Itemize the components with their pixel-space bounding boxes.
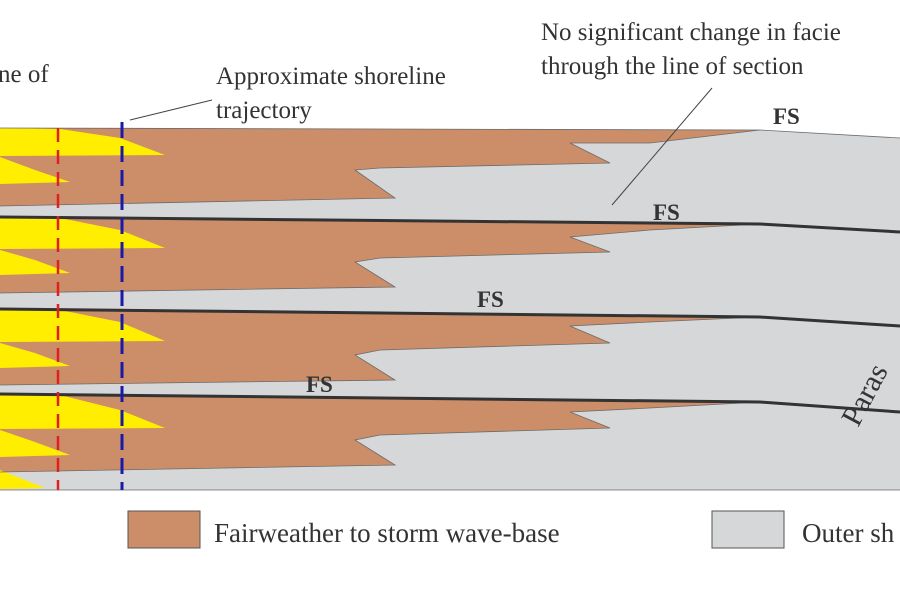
fairweather-tongue-3 — [0, 309, 760, 385]
no-change-label-line2: through the line of section — [541, 53, 804, 80]
shoreface-wedge-2b — [0, 250, 70, 275]
fairweather-tongue-4 — [0, 394, 760, 472]
parasequence-3 — [0, 309, 760, 385]
fs-label-2: FS — [653, 200, 680, 225]
legend-swatch-fairweather — [127, 510, 201, 549]
no-change-label-line1: No significant change in facie — [541, 19, 841, 46]
fs-label-1: FS — [773, 104, 800, 129]
parasequence-4 — [0, 394, 760, 489]
shoreface-wedge-4b — [0, 430, 70, 457]
parasequence-1 — [0, 128, 760, 206]
legend-label-fairweather: Fairweather to storm wave-base — [214, 518, 560, 548]
shoreface-wedge-4a — [0, 394, 165, 429]
flooding-surface-line-3 — [0, 392, 900, 414]
shoreline-leader-line — [129, 99, 213, 121]
shoreface-wedge-3b — [0, 343, 70, 368]
legend-label-outer-shelf: Outer sh — [802, 518, 895, 548]
fairweather-tongue-2 — [0, 217, 760, 293]
shoreline-trajectory-label-line2: trajectory — [216, 97, 312, 124]
shoreface-wedge-1a — [0, 128, 165, 156]
flooding-surface-line-2 — [0, 307, 900, 328]
flooding-surface-line-1 — [0, 215, 900, 234]
no-change-leader-line — [611, 87, 713, 206]
flooding-surface-lines — [0, 215, 900, 414]
shoreface-wedge-4c — [0, 470, 45, 489]
fairweather-tongue-1-upper — [0, 128, 760, 206]
left-partial-label: ne of — [0, 61, 49, 88]
shoreface-wedge-2a — [0, 217, 165, 249]
legend: Fairweather to storm wave-base Outer sh — [127, 510, 895, 549]
legend-swatch-outer-shelf — [711, 510, 785, 549]
shoreface-wedge-3a — [0, 309, 165, 342]
parasequence-2 — [0, 217, 760, 293]
shoreface-wedge-1b — [0, 157, 70, 184]
fs-label-3: FS — [477, 287, 504, 312]
facies-outlines — [0, 127, 900, 491]
shoreline-trajectory-label-line1: Approximate shoreline — [216, 63, 446, 90]
fs-label-4: FS — [306, 372, 333, 397]
